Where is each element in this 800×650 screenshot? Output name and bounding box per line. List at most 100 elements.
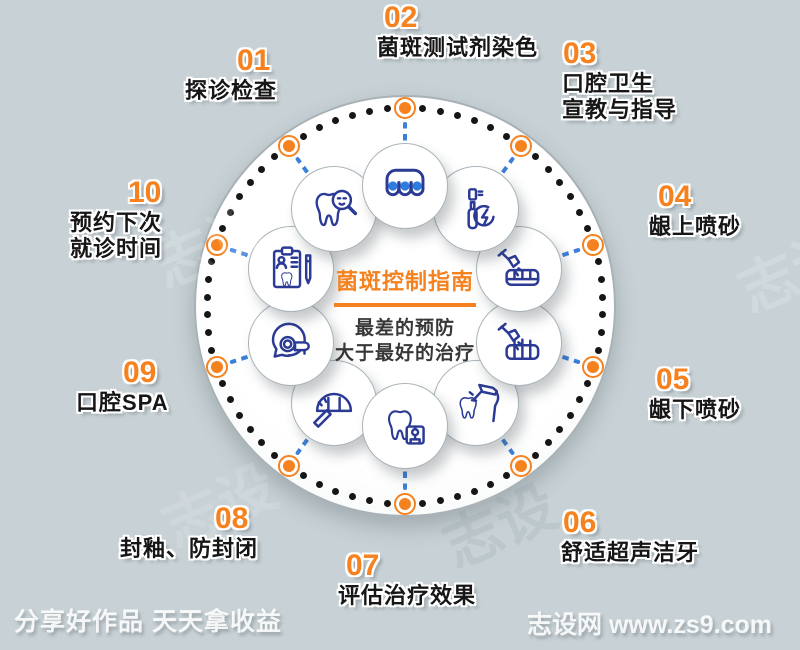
ring-node-core — [399, 498, 411, 510]
ring-dot — [597, 275, 605, 283]
ring-dot — [383, 105, 391, 113]
ring-dot — [599, 293, 607, 301]
ring-dot — [583, 224, 591, 232]
ring-dot — [246, 179, 254, 187]
step-03-text: 口腔卫生 宣教与指导 — [562, 71, 678, 122]
ring-dot — [236, 411, 244, 419]
step-05-icon-circle — [476, 300, 563, 387]
ring-dot — [205, 275, 213, 283]
ring-node-dot — [394, 493, 416, 515]
oral-spa-face-icon — [264, 316, 318, 370]
step-09-text: 口腔SPA — [76, 390, 169, 415]
ring-dot — [436, 497, 444, 505]
ring-node-dot — [582, 233, 605, 256]
ring-dot — [531, 153, 539, 161]
ring-dot — [556, 179, 564, 187]
ring-dot — [487, 480, 495, 488]
ring-dot — [544, 439, 552, 447]
supragingival-sandblast-icon — [492, 242, 546, 296]
tooth-floss-icon — [378, 399, 432, 453]
ring-node-dot — [510, 134, 533, 157]
ring-node-core — [515, 139, 528, 152]
ring-node-dot — [277, 134, 300, 157]
step-10-icon-circle — [247, 225, 334, 312]
ring-dot — [348, 111, 356, 119]
step-09-number: 09 — [123, 356, 157, 389]
ring-dot — [208, 346, 216, 354]
ring-dot — [597, 329, 605, 337]
ring-node-core — [399, 102, 411, 114]
ring-dot — [271, 153, 279, 161]
ring-dot — [227, 208, 235, 216]
step-10-text: 预约下次 就诊时间 — [70, 210, 163, 261]
step-02-label: 02 菌斑测试剂染色 — [377, 3, 538, 61]
step-02-icon-circle — [362, 143, 448, 229]
step-05-number: 05 — [656, 363, 690, 396]
step-06-text: 舒适超声洁牙 — [561, 540, 700, 565]
ring-dot — [419, 105, 427, 113]
ring-dot — [454, 493, 462, 501]
step-07-text: 评估治疗效果 — [338, 583, 477, 608]
step-08-number: 08 — [215, 502, 249, 535]
ring-node-core — [587, 238, 600, 251]
ring-node-core — [282, 460, 295, 473]
ring-node-dot — [205, 356, 228, 379]
ring-dot — [575, 208, 583, 216]
ring-dot — [348, 493, 356, 501]
ring-dot — [246, 425, 254, 433]
sealant-teeth-icon — [307, 376, 361, 430]
ring-dot — [544, 165, 552, 173]
ring-dot — [419, 499, 427, 507]
ring-dot — [299, 132, 307, 140]
step-07-icon-circle — [362, 383, 448, 469]
step-06-number: 06 — [563, 506, 597, 539]
ring-dot — [219, 224, 227, 232]
ring-dot — [208, 258, 216, 266]
center-emblem: 菌斑控制指南 最差的预防 大于最好的治疗 — [318, 264, 492, 366]
ring-dot — [299, 472, 307, 480]
step-03-number: 03 — [563, 37, 597, 70]
step-01-text: 探诊检查 — [185, 78, 278, 103]
title-underline — [334, 303, 476, 307]
step-04-label: 04 龈上喷砂 — [649, 182, 741, 240]
ring-dot — [258, 439, 266, 447]
step-07-number: 07 — [346, 549, 380, 582]
ring-dot — [599, 311, 607, 319]
ring-dot — [315, 480, 323, 488]
ring-dot — [203, 293, 211, 301]
step-04-number: 04 — [658, 180, 692, 213]
ring-dot — [566, 411, 574, 419]
step-10-label: 10 预约下次 就诊时间 — [70, 178, 162, 262]
ring-dot — [454, 111, 462, 119]
step-08-label: 08 封釉、防封闭 — [120, 504, 258, 562]
ring-dot — [503, 132, 511, 140]
ring-node-core — [210, 238, 223, 251]
step-08-text: 封釉、防封闭 — [120, 536, 259, 561]
ring-node-core — [282, 139, 295, 152]
ring-node-dot — [510, 455, 533, 478]
appointment-record-icon — [264, 242, 318, 296]
ring-node-core — [210, 361, 223, 374]
electric-toothbrush-icon — [449, 182, 503, 236]
ring-node-core — [515, 460, 528, 473]
step-01-label: 01 探诊检查 — [185, 46, 277, 104]
step-05-label: 05 龈下喷砂 — [649, 365, 741, 423]
ring-node-dot — [582, 356, 605, 379]
ring-dot — [331, 117, 339, 125]
ultrasonic-scaler-icon — [449, 376, 503, 430]
ring-dot — [566, 193, 574, 201]
step-10-number: 10 — [128, 176, 162, 209]
ring-dot — [531, 451, 539, 459]
step-03-label: 03 口腔卫生 宣教与指导 — [562, 39, 677, 123]
ring-node-dot — [394, 97, 416, 119]
ring-dot — [203, 311, 211, 319]
ring-dot — [366, 497, 374, 505]
step-05-text: 龈下喷砂 — [649, 397, 742, 422]
ring-dot — [503, 472, 511, 480]
page-subtitle: 最差的预防 大于最好的治疗 — [334, 318, 475, 364]
ring-dot — [594, 258, 602, 266]
connector-dashed-line — [403, 122, 407, 158]
ring-dot — [471, 117, 479, 125]
ring-dot — [271, 451, 279, 459]
